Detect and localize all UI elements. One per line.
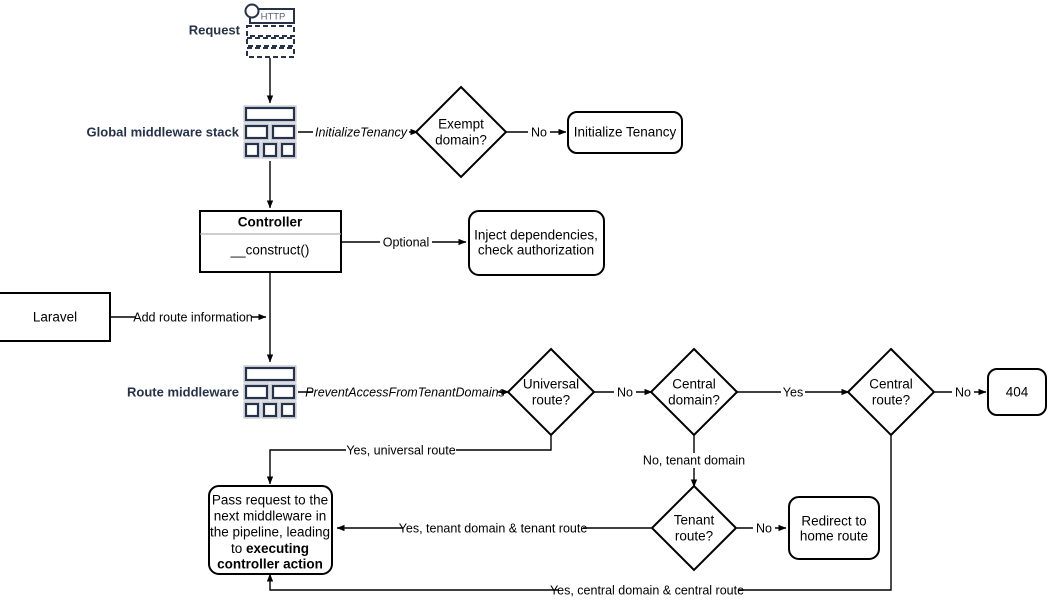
node-redirect-home-line1: Redirect to bbox=[801, 514, 866, 529]
node-pass-request-line4: to executing bbox=[231, 541, 309, 556]
edge-label-central-domain-yes: Yes bbox=[783, 385, 803, 399]
node-initialize-tenancy-label: Initialize Tenancy bbox=[574, 125, 677, 140]
node-controller[interactable]: Controller __construct() bbox=[199, 210, 342, 273]
edge-labels: InitializeTenancy No Optional Add route … bbox=[133, 125, 974, 598]
edge-label-tenant-route-no: No bbox=[756, 521, 772, 535]
node-initialize-tenancy[interactable]: Initialize Tenancy bbox=[567, 111, 683, 154]
edge-label-prevent-access: PreventAccessFromTenantDomains bbox=[305, 385, 505, 399]
node-central-domain[interactable]: Central domain? bbox=[649, 347, 739, 437]
node-pass-request-line2: next middleware in bbox=[214, 509, 327, 524]
edge-label-universal-no: No bbox=[617, 385, 633, 399]
node-pass-request-line5: controller action bbox=[217, 557, 323, 572]
node-exempt-domain[interactable]: Exempt domain? bbox=[414, 85, 508, 179]
node-tenant-route-line1: Tenant bbox=[674, 513, 715, 528]
node-404[interactable]: 404 bbox=[987, 368, 1047, 416]
edge-label-tenant-route-no-bg: No bbox=[753, 521, 775, 536]
node-controller-method: __construct() bbox=[230, 243, 310, 258]
edge-label-prevent-access-bg: PreventAccessFromTenantDomains bbox=[305, 385, 505, 400]
http-request-icon: HTTP bbox=[244, 3, 295, 58]
edge-label-yes-central-domain-central-route: Yes, central domain & central route bbox=[550, 583, 744, 597]
node-redirect-home-line2: home route bbox=[800, 529, 868, 544]
node-universal-route[interactable]: Universal route? bbox=[506, 347, 596, 437]
edge-label-add-route-information-bg: Add route information bbox=[133, 310, 253, 325]
edge-label-no-tenant-domain-bg: No, tenant domain bbox=[641, 453, 748, 468]
edge-label-no-tenant-domain: No, tenant domain bbox=[643, 453, 745, 467]
edge-label-universal-no-bg: No bbox=[614, 385, 636, 400]
edge-label-optional-bg: Optional bbox=[380, 235, 432, 250]
edge-label-add-route-information: Add route information bbox=[133, 310, 253, 324]
edge-label-yes-universal-route-bg: Yes, universal route bbox=[346, 443, 456, 458]
edge-label-central-route-no-bg: No bbox=[952, 385, 974, 400]
node-controller-header: Controller bbox=[238, 215, 303, 230]
node-pass-request-line4-prefix: to bbox=[231, 541, 246, 556]
node-laravel-label: Laravel bbox=[33, 310, 77, 325]
node-universal-route-line1: Universal bbox=[523, 377, 579, 392]
node-universal-route-line2: route? bbox=[532, 393, 570, 408]
node-pass-request-line3: the pipeline, leading bbox=[210, 525, 330, 540]
edge-label-central-route-no: No bbox=[955, 385, 971, 399]
edge-label-yes-universal-route: Yes, universal route bbox=[346, 443, 455, 457]
node-tenant-route-line2: route? bbox=[675, 529, 713, 544]
node-laravel[interactable]: Laravel bbox=[0, 292, 111, 342]
node-pass-request-line4-bold: executing bbox=[246, 541, 309, 556]
http-label: HTTP bbox=[261, 12, 286, 23]
edge-label-yes-central-bg: Yes, central domain & central route bbox=[550, 583, 744, 598]
node-pass-request-line1: Pass request to the bbox=[212, 493, 328, 508]
edge-label-exempt-no-bg: No bbox=[528, 125, 550, 140]
edge-label-yes-tenant-bg: Yes, tenant domain & tenant route bbox=[399, 521, 588, 536]
node-central-route-line2: route? bbox=[872, 393, 910, 408]
node-inject-dependencies-line2: check authorization bbox=[478, 243, 594, 258]
row-label-global-middleware-stack: Global middleware stack bbox=[87, 124, 240, 139]
edge-label-initialize-tenancy: InitializeTenancy bbox=[315, 125, 408, 139]
node-exempt-domain-line2: domain? bbox=[435, 133, 487, 148]
row-label-request: Request bbox=[189, 22, 241, 37]
node-404-label: 404 bbox=[1006, 385, 1029, 400]
node-pass-request[interactable]: Pass request to the next middleware in t… bbox=[208, 485, 333, 575]
node-central-domain-line2: domain? bbox=[668, 393, 720, 408]
node-exempt-domain-line1: Exempt bbox=[438, 117, 484, 132]
row-label-route-middleware: Route middleware bbox=[127, 384, 239, 399]
node-inject-dependencies[interactable]: Inject dependencies, check authorization bbox=[468, 210, 605, 276]
node-central-route[interactable]: Central route? bbox=[846, 347, 936, 437]
row-labels: Request Global middleware stack Route mi… bbox=[87, 22, 241, 399]
global-middleware-stack-icon bbox=[243, 105, 297, 159]
edge-label-exempt-no: No bbox=[531, 125, 547, 139]
node-redirect-home-route[interactable]: Redirect to home route bbox=[788, 496, 880, 560]
edge-label-yes-tenant-domain-tenant-route: Yes, tenant domain & tenant route bbox=[399, 521, 588, 535]
node-tenant-route[interactable]: Tenant route? bbox=[650, 484, 738, 572]
edge-label-optional: Optional bbox=[383, 235, 430, 249]
route-middleware-stack-icon bbox=[243, 365, 297, 419]
node-central-route-line1: Central bbox=[869, 377, 913, 392]
node-inject-dependencies-line1: Inject dependencies, bbox=[474, 228, 598, 243]
node-central-domain-line1: Central bbox=[672, 377, 716, 392]
edge-label-central-domain-yes-bg: Yes bbox=[781, 385, 805, 400]
edge-label-initialize-tenancy-bg: InitializeTenancy bbox=[313, 125, 409, 140]
